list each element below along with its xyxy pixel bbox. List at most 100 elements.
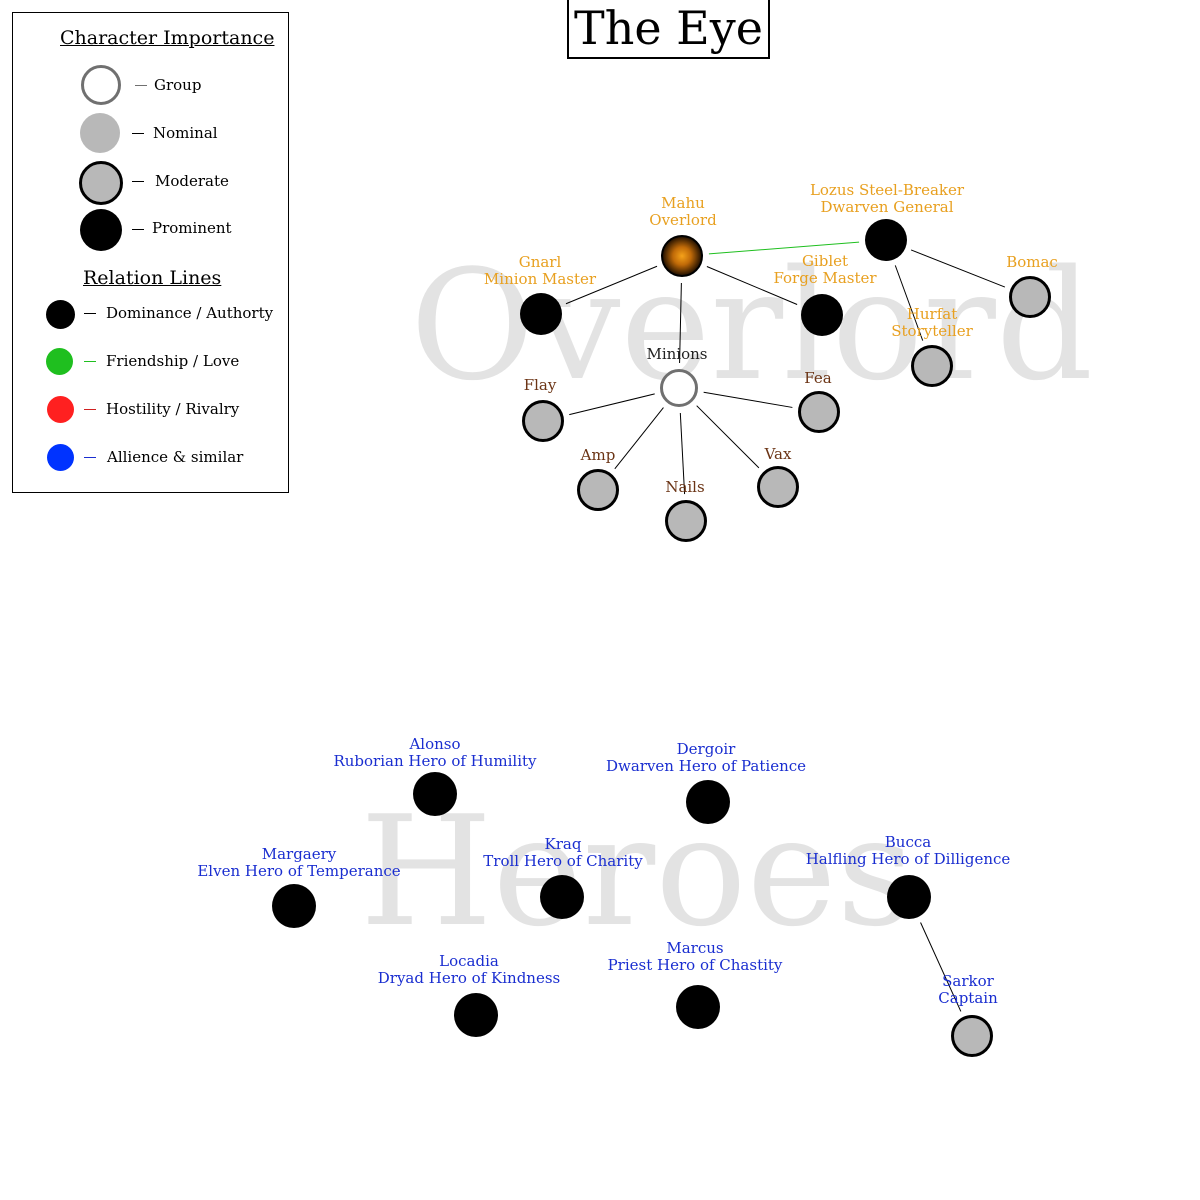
node-label-line: Forge Master	[773, 269, 877, 287]
legend-panel: Character Importance Group Nominal Moder…	[12, 12, 289, 493]
legend-hostility-label: Hostility / Rivalry	[106, 400, 240, 418]
edge-minions-nails	[679, 412, 686, 495]
node-label-minions: Minions	[646, 346, 707, 363]
node-label-line: Vax	[764, 445, 792, 463]
legend-friendship-dot	[46, 348, 73, 375]
node-dergoir	[686, 780, 730, 824]
edge-minions-amp	[614, 407, 664, 470]
legend-prominent-label: Prominent	[152, 219, 232, 237]
heroes-watermark: Heroes	[360, 783, 915, 960]
node-vax	[757, 466, 799, 508]
node-locadia	[454, 993, 498, 1037]
node-label-vax: Vax	[765, 446, 792, 463]
node-label-line: Dergoir	[676, 740, 736, 758]
legend-dominance-label: Dominance / Authorty	[106, 304, 274, 322]
edge-lozus-hurfat	[894, 265, 924, 341]
node-label-amp: Amp	[581, 447, 616, 464]
node-label-line: Elven Hero of Temperance	[197, 862, 401, 880]
node-label-line: Halfling Hero of Dilligence	[805, 850, 1011, 868]
edge-mahu-lozus	[708, 241, 860, 255]
node-label-line: Minion Master	[483, 270, 597, 288]
legend-hostility-dot	[47, 396, 74, 423]
legend-nominal-dash	[132, 133, 144, 134]
node-bomac	[1009, 276, 1051, 318]
legend-moderate-dash	[132, 181, 144, 182]
node-label-line: Bucca	[884, 833, 932, 851]
node-label-line: Bomac	[1006, 253, 1058, 271]
node-minions	[660, 369, 698, 407]
node-marcus	[676, 985, 720, 1029]
node-label-line: Marcus	[666, 939, 724, 957]
node-fea	[798, 391, 840, 433]
edge-mahu-gnarl	[565, 265, 658, 305]
legend-alliance-label: Allience & similar	[107, 448, 244, 466]
node-label-fea: Fea	[804, 370, 831, 387]
node-label-line: Priest Hero of Chastity	[607, 956, 783, 974]
legend-prominent-circle	[80, 209, 122, 251]
node-label-bomac: Bomac	[1006, 254, 1058, 271]
node-gnarl	[520, 293, 562, 335]
node-label-line: Locadia	[439, 952, 499, 970]
node-label-line: Minions	[646, 345, 708, 363]
node-label-line: Nails	[665, 478, 705, 496]
node-label-line: Fea	[804, 369, 832, 387]
node-alonso	[413, 772, 457, 816]
legend-moderate-label: Moderate	[155, 172, 229, 190]
node-sarkor	[951, 1015, 993, 1057]
legend-group-dash	[135, 85, 147, 86]
node-label-line: Hurfat	[906, 305, 958, 323]
node-nails	[665, 500, 707, 542]
node-label-line: Gnarl	[518, 253, 562, 271]
node-label-line: Mahu	[661, 194, 705, 212]
legend-friendship-dash	[84, 361, 96, 362]
node-label-line: Kraq	[544, 835, 582, 853]
nodes-layer	[272, 219, 1051, 1057]
edge-lozus-bomac	[910, 249, 1006, 288]
node-label-line: Lozus Steel-Breaker	[809, 181, 965, 199]
edge-bucca-sarkor	[920, 922, 962, 1012]
legend-moderate-circle	[79, 161, 123, 205]
node-label-line: Margaery	[261, 845, 337, 863]
node-flay	[522, 400, 564, 442]
legend-friendship-label: Friendship / Love	[106, 352, 240, 370]
node-label-line: Alonso	[409, 735, 461, 753]
node-label-line: Sarkor	[942, 972, 994, 990]
legend-importance-heading: Character Importance	[60, 27, 275, 49]
node-label-line: Dwarven General	[820, 198, 954, 216]
node-label-line: Overlord	[649, 211, 717, 229]
node-label-line: Dryad Hero of Kindness	[377, 969, 561, 987]
node-label-line: Troll Hero of Charity	[483, 852, 643, 870]
edges-layer	[565, 241, 1006, 1012]
node-lozus	[865, 219, 907, 261]
node-label-line: Amp	[580, 446, 616, 464]
legend-group-label: Group	[154, 76, 202, 94]
legend-alliance-dot	[47, 444, 74, 471]
node-label-flay: Flay	[524, 377, 557, 394]
diagram-title-text: The Eye	[574, 1, 763, 55]
legend-hostility-dash	[84, 409, 96, 410]
legend-relations-heading: Relation Lines	[83, 267, 222, 289]
edge-minions-flay	[569, 393, 655, 416]
legend-alliance-dash	[84, 457, 96, 458]
legend-prominent-dash	[132, 229, 144, 230]
legend-nominal-label: Nominal	[153, 124, 218, 142]
node-bucca	[887, 875, 931, 919]
node-mahu	[661, 235, 703, 277]
node-label-nails: Nails	[665, 479, 704, 496]
node-giblet	[801, 294, 843, 336]
edge-minions-vax	[696, 405, 760, 469]
node-label-line: Flay	[523, 376, 557, 394]
